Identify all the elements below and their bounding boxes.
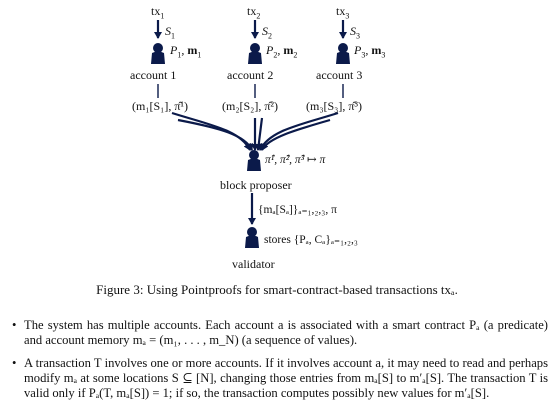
person-icon xyxy=(248,43,262,64)
person-icon xyxy=(245,227,259,248)
person-icon xyxy=(247,150,261,171)
person-icon xyxy=(151,43,165,64)
person-icon xyxy=(336,43,350,64)
account-2 xyxy=(248,20,262,98)
edge-label-2: (m₂[S₂], π̂²) xyxy=(222,99,279,113)
bullet-dot-icon: • xyxy=(12,318,17,332)
account-label-3: account 3 xyxy=(316,68,363,82)
tx-label-2: tx2 xyxy=(247,4,261,21)
bullet-dot-icon: • xyxy=(12,356,17,370)
converging-arrows xyxy=(171,111,339,151)
bullet-text: The system has multiple accounts. Each a… xyxy=(24,318,548,347)
pm-label-1: P1, m1 xyxy=(170,43,202,60)
account-3 xyxy=(336,20,350,98)
validator-label: validator xyxy=(232,257,275,271)
proposer-equation: π̂¹, π̂², π̂³ ↦ π xyxy=(265,154,326,166)
diagram xyxy=(151,20,350,248)
figure-caption: Figure 3: Using Pointproofs for smart-co… xyxy=(96,282,458,297)
pm-label-3: P3, m3 xyxy=(354,43,386,60)
bullet-text: A transaction T involves one or more acc… xyxy=(24,356,548,400)
pm-label-2: P2, m2 xyxy=(266,43,298,60)
edge-label-3: (m₃[S₃], π̂³) xyxy=(306,99,363,113)
tx-label-3: tx3 xyxy=(336,4,350,21)
validator-stores: stores {Pₐ, Cₐ}ₐ₌₁,₂,₃ xyxy=(264,234,358,246)
edge-label-1: (m₁[S₁], π̂¹) xyxy=(132,99,189,113)
bullet-item: • The system has multiple accounts. Each… xyxy=(12,318,548,348)
s-label-3: S3 xyxy=(350,24,360,41)
bullet-item: • A transaction T involves one or more a… xyxy=(12,356,548,401)
bullet-list: • The system has multiple accounts. Each… xyxy=(12,318,548,409)
s-label-2: S2 xyxy=(262,24,272,41)
s-label-1: S1 xyxy=(165,24,175,41)
account-label-1: account 1 xyxy=(130,68,177,82)
account-1 xyxy=(151,20,165,98)
proposer-edge-label: {mₐ[Sₐ]}ₐ₌₁,₂,₃, π xyxy=(258,204,337,216)
proposer-label: block proposer xyxy=(220,178,292,192)
tx-label-1: tx1 xyxy=(151,4,165,21)
account-label-2: account 2 xyxy=(227,68,274,82)
